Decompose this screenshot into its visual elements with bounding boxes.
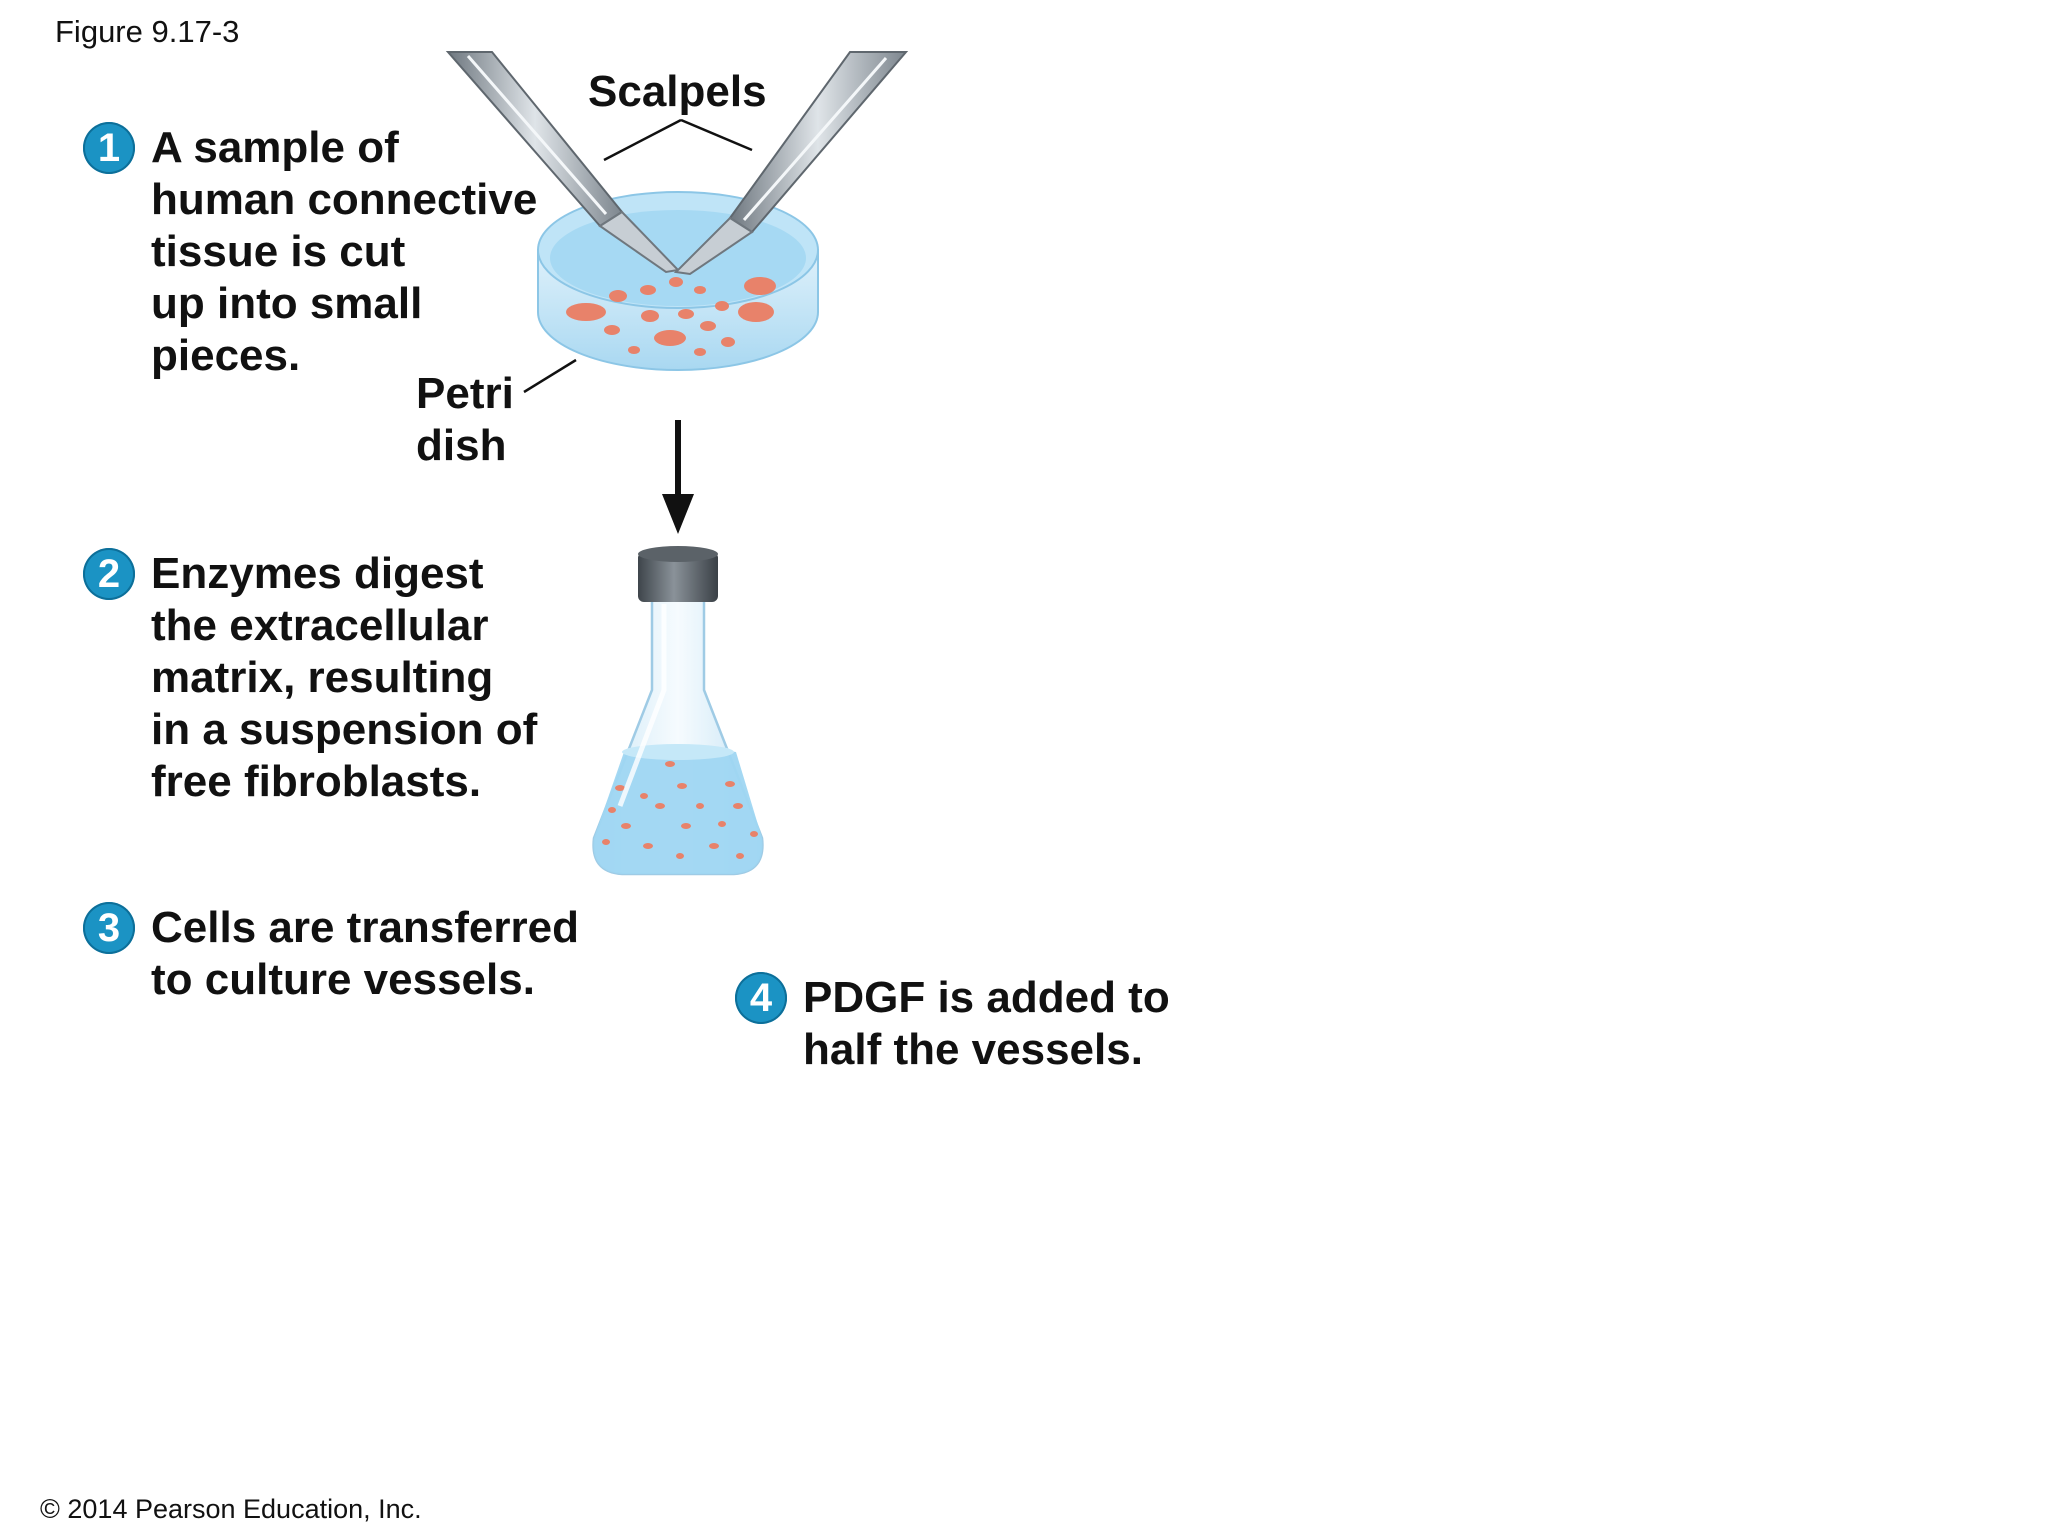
step-3: 3 Cells are transferred to culture vesse… (83, 902, 579, 1006)
scalpels-leader (603, 118, 753, 162)
tissue-pieces (566, 277, 776, 356)
step-2: 2 Enzymes digest the extracellular matri… (83, 548, 537, 808)
scalpels (445, 51, 909, 276)
step-number-badge: 1 (83, 122, 135, 174)
step-1: 1 A sample of human connective tissue is… (83, 122, 537, 382)
petri-leader (523, 358, 577, 394)
step-4: 4 PDGF is added to half the vessels. (735, 972, 1170, 1076)
flask-cap (638, 552, 718, 602)
copyright-notice: © 2014 Pearson Education, Inc. (40, 1494, 422, 1524)
step-number-badge: 3 (83, 902, 135, 954)
down-arrow-icon (662, 420, 694, 534)
scalpels-label: Scalpels (588, 67, 767, 116)
step-number-badge: 2 (83, 548, 135, 600)
step-1-text: A sample of human connective tissue is c… (151, 123, 538, 380)
flask (592, 546, 764, 876)
fibroblast-cells (602, 761, 758, 859)
figure-label: Figure 9.17-3 (55, 14, 240, 49)
step-number-badge: 4 (735, 972, 787, 1024)
step-4-text: PDGF is added to half the vessels. (803, 973, 1170, 1074)
petri-dish-label: Petri dish (416, 369, 514, 470)
step-3-text: Cells are transferred to culture vessels… (151, 903, 579, 1004)
step-2-text: Enzymes digest the extracellular matrix,… (151, 549, 538, 806)
petri-dish (537, 191, 819, 371)
